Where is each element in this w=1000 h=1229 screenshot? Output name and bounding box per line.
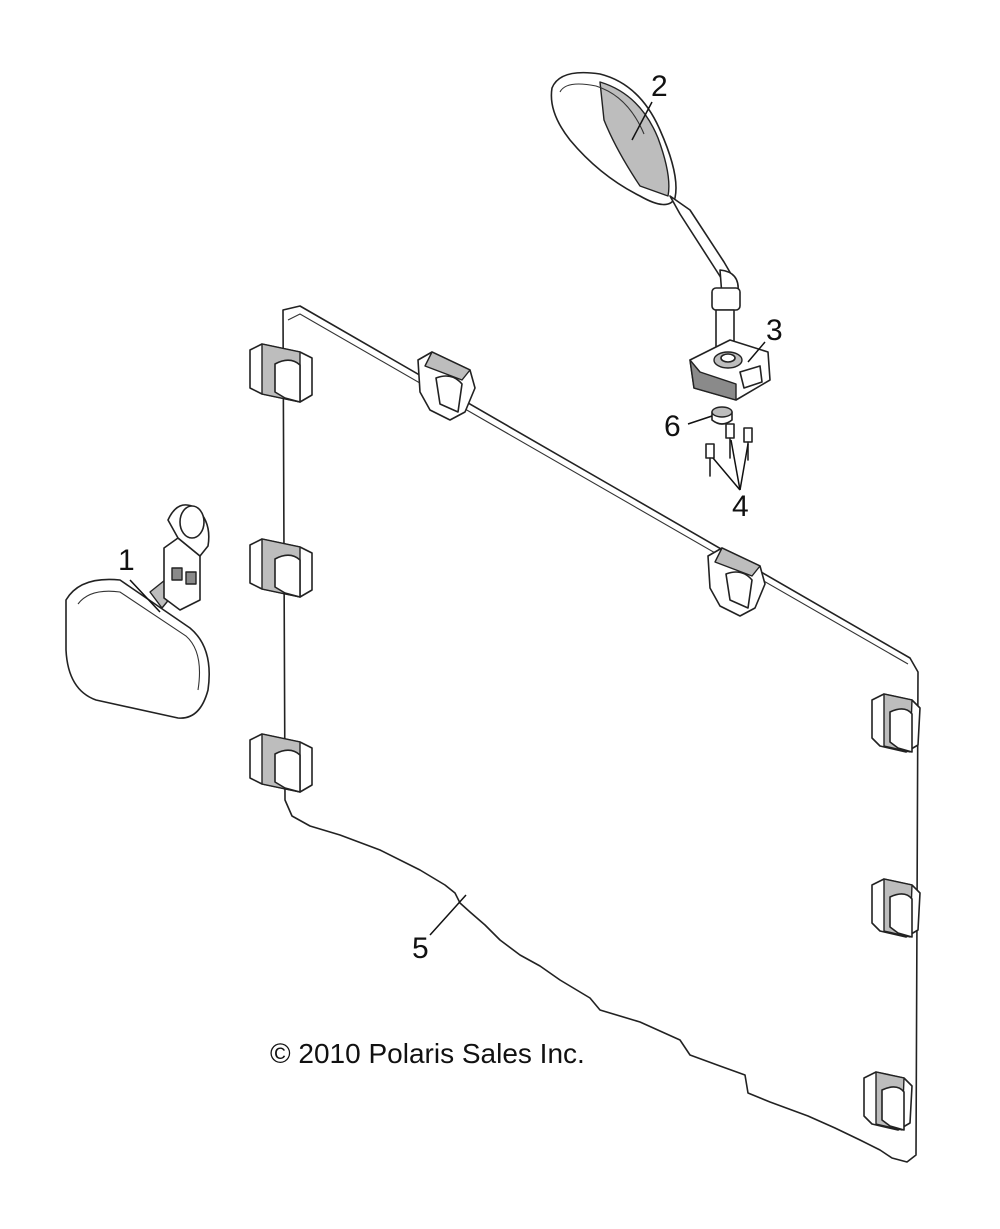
leader-line-1 — [129, 579, 161, 613]
callout-1: 1 — [118, 544, 135, 577]
panel-clip-top-right — [707, 547, 766, 617]
leader-line-3 — [747, 341, 766, 363]
panel-clip-right-bottom — [863, 1071, 913, 1131]
leader-line-6 — [687, 415, 713, 425]
panel-clip-right-mid — [871, 878, 921, 938]
callout-5: 5 — [412, 932, 429, 965]
leader-line-5 — [429, 894, 467, 936]
leader-line-4c — [739, 443, 749, 491]
leader-line-4b — [730, 439, 741, 491]
panel-clip-left-bottom — [249, 733, 313, 793]
callout-6: 6 — [664, 410, 681, 443]
side-mirror-part-2 — [550, 71, 741, 353]
panel-clip-left-mid — [249, 538, 313, 598]
copyright-notice: © 2010 Polaris Sales Inc. — [270, 1038, 585, 1069]
panel-clip-left-top — [249, 343, 313, 403]
callout-4: 4 — [732, 490, 749, 523]
leader-line-4a — [712, 457, 741, 491]
callout-2: 2 — [651, 70, 668, 103]
callout-3: 3 — [766, 314, 783, 347]
rear-view-mirror-part-1 — [65, 504, 210, 719]
panel-clip-top-left — [417, 351, 476, 421]
leader-line-2 — [631, 101, 653, 141]
panel-clip-right-top — [871, 693, 921, 753]
panel-part-5 — [282, 305, 919, 1163]
mirror-mount-part-3 — [689, 339, 771, 401]
nut-part-6 — [711, 406, 733, 425]
screws-part-4 — [705, 423, 753, 477]
